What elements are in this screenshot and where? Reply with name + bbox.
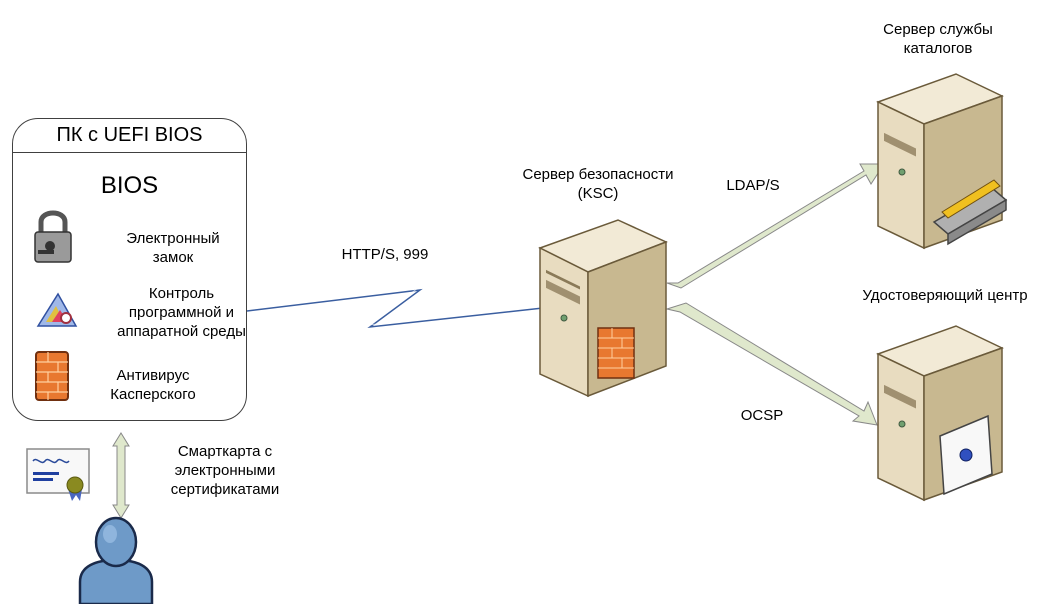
ocsp-label: OCSP (740, 407, 784, 424)
padlock-icon (34, 210, 72, 263)
bios-label: BIOS (100, 172, 159, 199)
certificate-icon (26, 448, 90, 501)
pc-title: ПК с UEFI BIOS (12, 118, 247, 153)
ldap-label: LDAP/S (726, 177, 780, 194)
security-server-icon (538, 219, 668, 398)
ca-server-icon (876, 325, 1004, 502)
firewall-icon (35, 351, 69, 401)
security-server-label: Сервер безопасности(KSC) (522, 166, 674, 202)
control-prism-icon (36, 292, 78, 327)
ocsp-arrow (665, 302, 878, 426)
http-label: HTTP/S, 999 (341, 246, 429, 263)
user-icon (78, 516, 154, 604)
ca-server-label: Удостоверяющий центр (862, 287, 1028, 304)
http-link (246, 288, 544, 329)
smartcard-arrow (112, 432, 130, 519)
directory-server-icon (876, 73, 1008, 250)
